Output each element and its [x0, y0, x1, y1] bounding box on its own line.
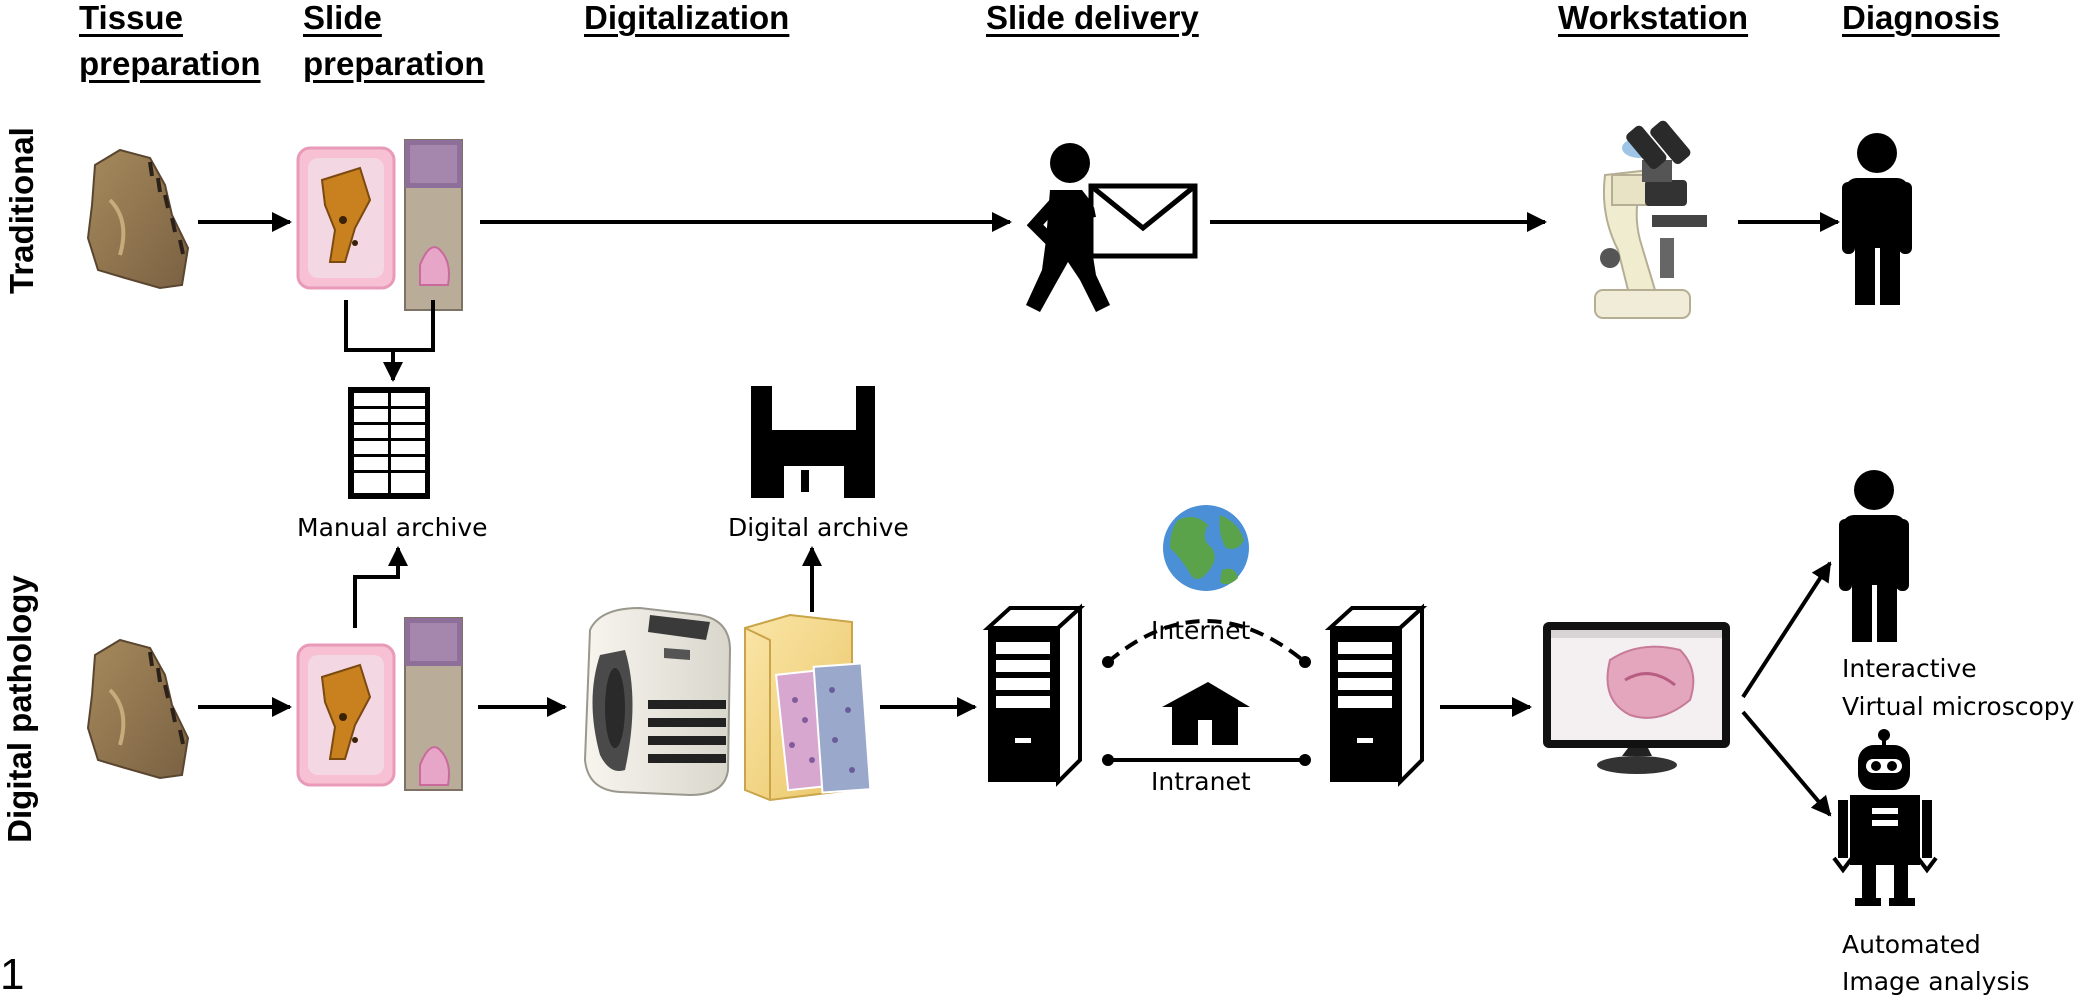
person-icon-digital: [1839, 470, 1909, 642]
header-tissue-2: preparation: [79, 45, 261, 82]
label-internet: Internet: [1151, 616, 1251, 645]
floppy-disk-icon: [751, 386, 875, 498]
monitor-icon: [1543, 622, 1730, 774]
archive-cabinet: [348, 387, 430, 499]
header-tissue-1: Tissue: [79, 0, 183, 36]
header-diagnosis: Diagnosis: [1842, 0, 2000, 36]
globe-icon: [1163, 505, 1249, 591]
slide-scanner: [583, 606, 732, 797]
label-virtual-microscopy: Virtual microscopy: [1842, 692, 2075, 721]
header-slide-1: Slide: [303, 0, 382, 36]
label-image-analysis: Image analysis: [1842, 967, 2030, 996]
header-slide-2: preparation: [303, 45, 485, 82]
person-carrying-envelope: [1026, 143, 1198, 312]
house-icon: [1162, 682, 1250, 745]
tissue-sample-digital: [86, 638, 190, 780]
person-icon-traditional: [1842, 133, 1912, 305]
glass-slide-digital: [296, 643, 396, 787]
label-manual-archive: Manual archive: [297, 513, 488, 542]
microscope: [1594, 120, 1707, 319]
server-icon-left: [982, 603, 1086, 787]
archive-bracket: [344, 300, 435, 382]
header-workstation: Workstation: [1558, 0, 1749, 36]
robot-icon: [1832, 729, 1938, 906]
label-interactive: Interactive: [1842, 654, 1977, 683]
label-digital-archive: Digital archive: [728, 513, 909, 542]
tissue-sample-traditional: [86, 148, 190, 290]
server-icon-right: [1324, 603, 1428, 787]
label-automated: Automated: [1842, 930, 1981, 959]
figure-number: 1: [0, 950, 25, 999]
header-slide-delivery: Slide delivery: [986, 0, 1199, 36]
glass-slide-traditional: [296, 146, 396, 290]
label-intranet: Intranet: [1151, 767, 1251, 796]
folder-icon: [744, 613, 872, 802]
slide-cassette-digital: [404, 617, 463, 791]
slide-cassette-traditional: [404, 139, 463, 311]
header-digitalization: Digitalization: [584, 0, 790, 36]
